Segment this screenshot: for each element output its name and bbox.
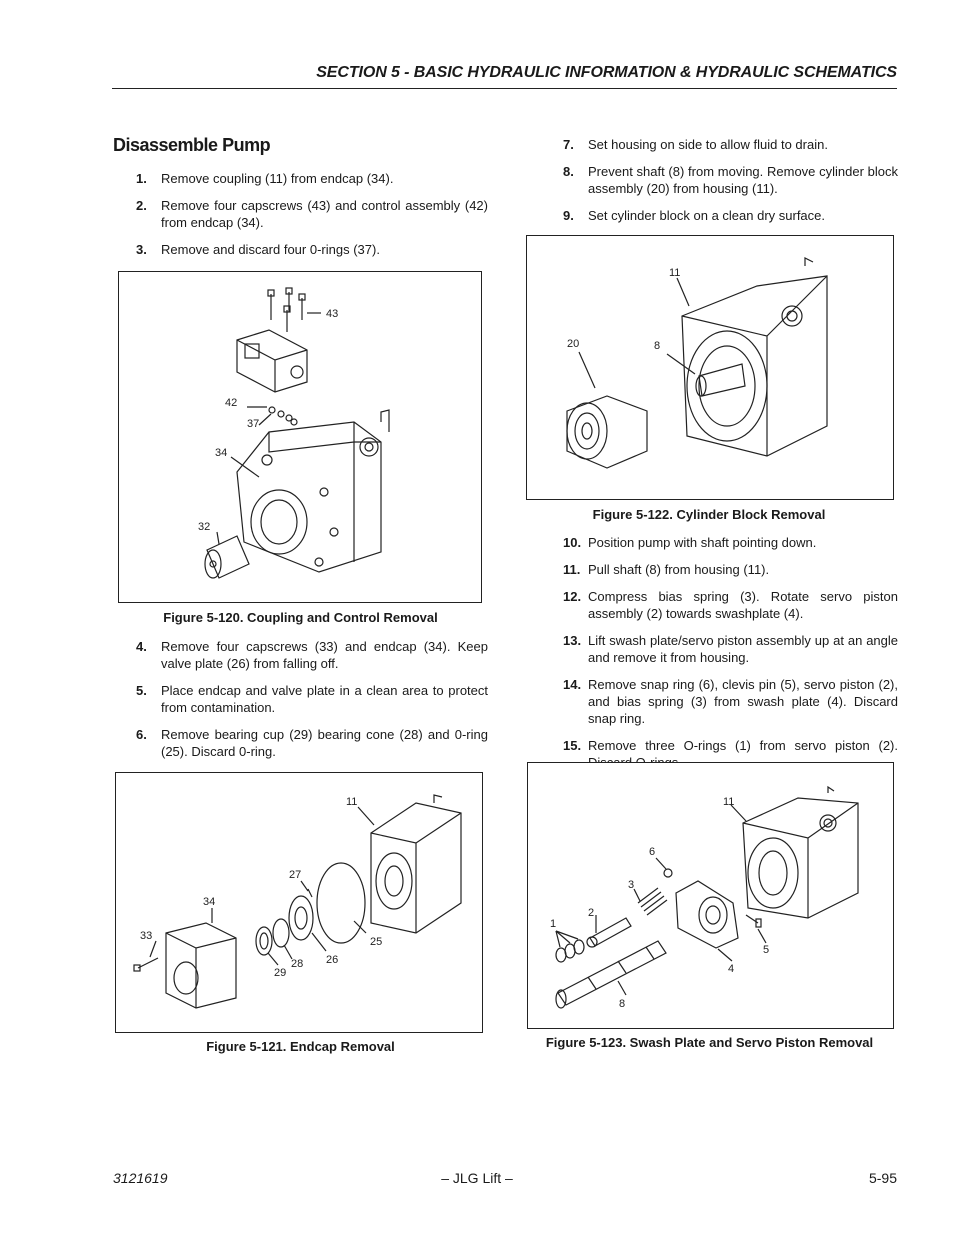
step-number: 8. [563,164,574,179]
steps-list-1: 1. Remove coupling (11) from endcap (34).… [113,170,488,268]
step-text: Remove four capscrews (43) and control a… [161,198,488,230]
step-item: 3. Remove and discard four 0-rings (37). [113,241,488,258]
step-item: 5. Place endcap and valve plate in a clea… [113,682,488,716]
step-text: Compress bias spring (3). Rotate servo p… [588,589,898,621]
callout-6: 6 [649,846,655,858]
step-number: 1. [136,171,147,186]
step-text: Remove bearing cup (29) bearing cone (28… [161,727,488,759]
callout-27: 27 [289,869,301,881]
figure-120-illustration: 43 42 37 34 32 [198,287,390,579]
figure-caption-121: Figure 5-121. Endcap Removal [206,1039,395,1054]
step-item: 12. Compress bias spring (3). Rotate serv… [540,588,898,622]
step-text: Remove coupling (11) from endcap (34). [161,171,394,186]
callout-33: 33 [140,930,152,942]
callout-11: 11 [669,267,680,279]
callout-26: 26 [326,954,338,966]
figure-caption-122: Figure 5-122. Cylinder Block Removal [592,507,826,522]
step-text: Remove and discard four 0-rings (37). [161,242,380,257]
callout-4: 4 [728,963,734,975]
step-number: 14. [563,677,582,692]
step-number: 15. [563,738,582,753]
step-text: Set housing on side to allow fluid to dr… [588,137,828,152]
step-number: 3. [136,242,147,257]
callout-25: 25 [370,936,382,948]
callout-5: 5 [763,944,769,956]
step-text: Remove snap ring (6), clevis pin (5), se… [588,677,898,726]
callout-43: 43 [326,308,338,320]
step-item: 8. Prevent shaft (8) from moving. Remove … [540,163,898,197]
step-text: Position pump with shaft pointing down. [588,535,817,550]
step-number: 11. [563,562,581,577]
figure-122-illustration: 11 20 8 [566,257,828,469]
step-text: Place endcap and valve plate in a clean … [161,683,488,715]
figure-endcap-removal: 11 27 34 33 25 26 28 29 [115,772,483,1033]
footer-page-number: 5-95 [868,1170,897,1186]
figure-123-illustration: 11 6 3 2 1 5 4 8 [550,785,859,1010]
callout-29: 29 [274,967,286,979]
figure-caption-123: Figure 5-123. Swash Plate and Servo Pist… [545,1035,874,1050]
callout-2: 2 [588,907,594,919]
callout-42: 42 [225,397,237,409]
steps-list-3: 7. Set housing on side to allow fluid to … [540,136,898,234]
section-heading: Disassemble Pump [113,135,271,155]
callout-37: 37 [247,418,259,430]
step-number: 12. [563,589,582,604]
callout-11: 11 [723,796,734,808]
step-number: 7. [563,137,574,152]
figure-coupling-control-removal: 43 42 37 34 32 [118,271,482,603]
steps-list-2: 4. Remove four capscrews (33) and endcap … [113,638,488,770]
step-item: 6. Remove bearing cup (29) bearing cone (… [113,726,488,760]
step-text: Lift swash plate/servo piston assembly u… [588,633,898,665]
step-number: 9. [563,208,574,223]
step-item: 10. Position pump with shaft pointing dow… [540,534,898,551]
callout-28: 28 [291,958,303,970]
footer-doc-number: 3121619 [113,1170,168,1186]
step-number: 6. [136,727,147,742]
callout-8: 8 [654,340,660,352]
footer-brand: – JLG Lift – [441,1170,513,1186]
callout-11: 11 [346,796,357,808]
step-number: 13. [563,633,582,648]
step-item: 1. Remove coupling (11) from endcap (34). [113,170,488,187]
callout-32: 32 [198,521,210,533]
step-text: Prevent shaft (8) from moving. Remove cy… [588,164,898,196]
callout-34: 34 [215,447,227,459]
callout-8: 8 [619,998,625,1010]
figure-caption-120: Figure 5-120. Coupling and Control Remov… [163,610,438,625]
step-item: 2. Remove four capscrews (43) and control… [113,197,488,231]
step-text: Pull shaft (8) from housing (11). [588,562,770,577]
callout-20: 20 [567,338,579,350]
step-item: 4. Remove four capscrews (33) and endcap … [113,638,488,672]
header-rule [112,88,897,89]
step-number: 10. [563,535,582,550]
step-item: 11. Pull shaft (8) from housing (11). [540,561,898,578]
figure-121-illustration: 11 27 34 33 25 26 28 29 [133,794,462,1009]
step-number: 4. [136,639,147,654]
step-item: 7. Set housing on side to allow fluid to … [540,136,898,153]
step-text: Set cylinder block on a clean dry surfac… [588,208,826,223]
callout-1: 1 [550,918,556,930]
callout-3: 3 [628,879,634,891]
step-item: 9. Set cylinder block on a clean dry surf… [540,207,898,224]
step-number: 2. [136,198,147,213]
section-header-title: SECTION 5 - BASIC HYDRAULIC INFORMATION … [316,64,897,81]
callout-34: 34 [203,896,215,908]
step-text: Remove four capscrews (33) and endcap (3… [161,639,488,671]
step-item: 13. Lift swash plate/servo piston assembl… [540,632,898,666]
figure-swash-plate-servo-removal: 11 6 3 2 1 5 4 8 [527,762,894,1029]
step-item: 14. Remove snap ring (6), clevis pin (5),… [540,676,898,727]
step-number: 5. [136,683,147,698]
figure-cylinder-block-removal: 11 20 8 [526,235,894,500]
steps-list-4: 10. Position pump with shaft pointing dow… [540,534,898,781]
